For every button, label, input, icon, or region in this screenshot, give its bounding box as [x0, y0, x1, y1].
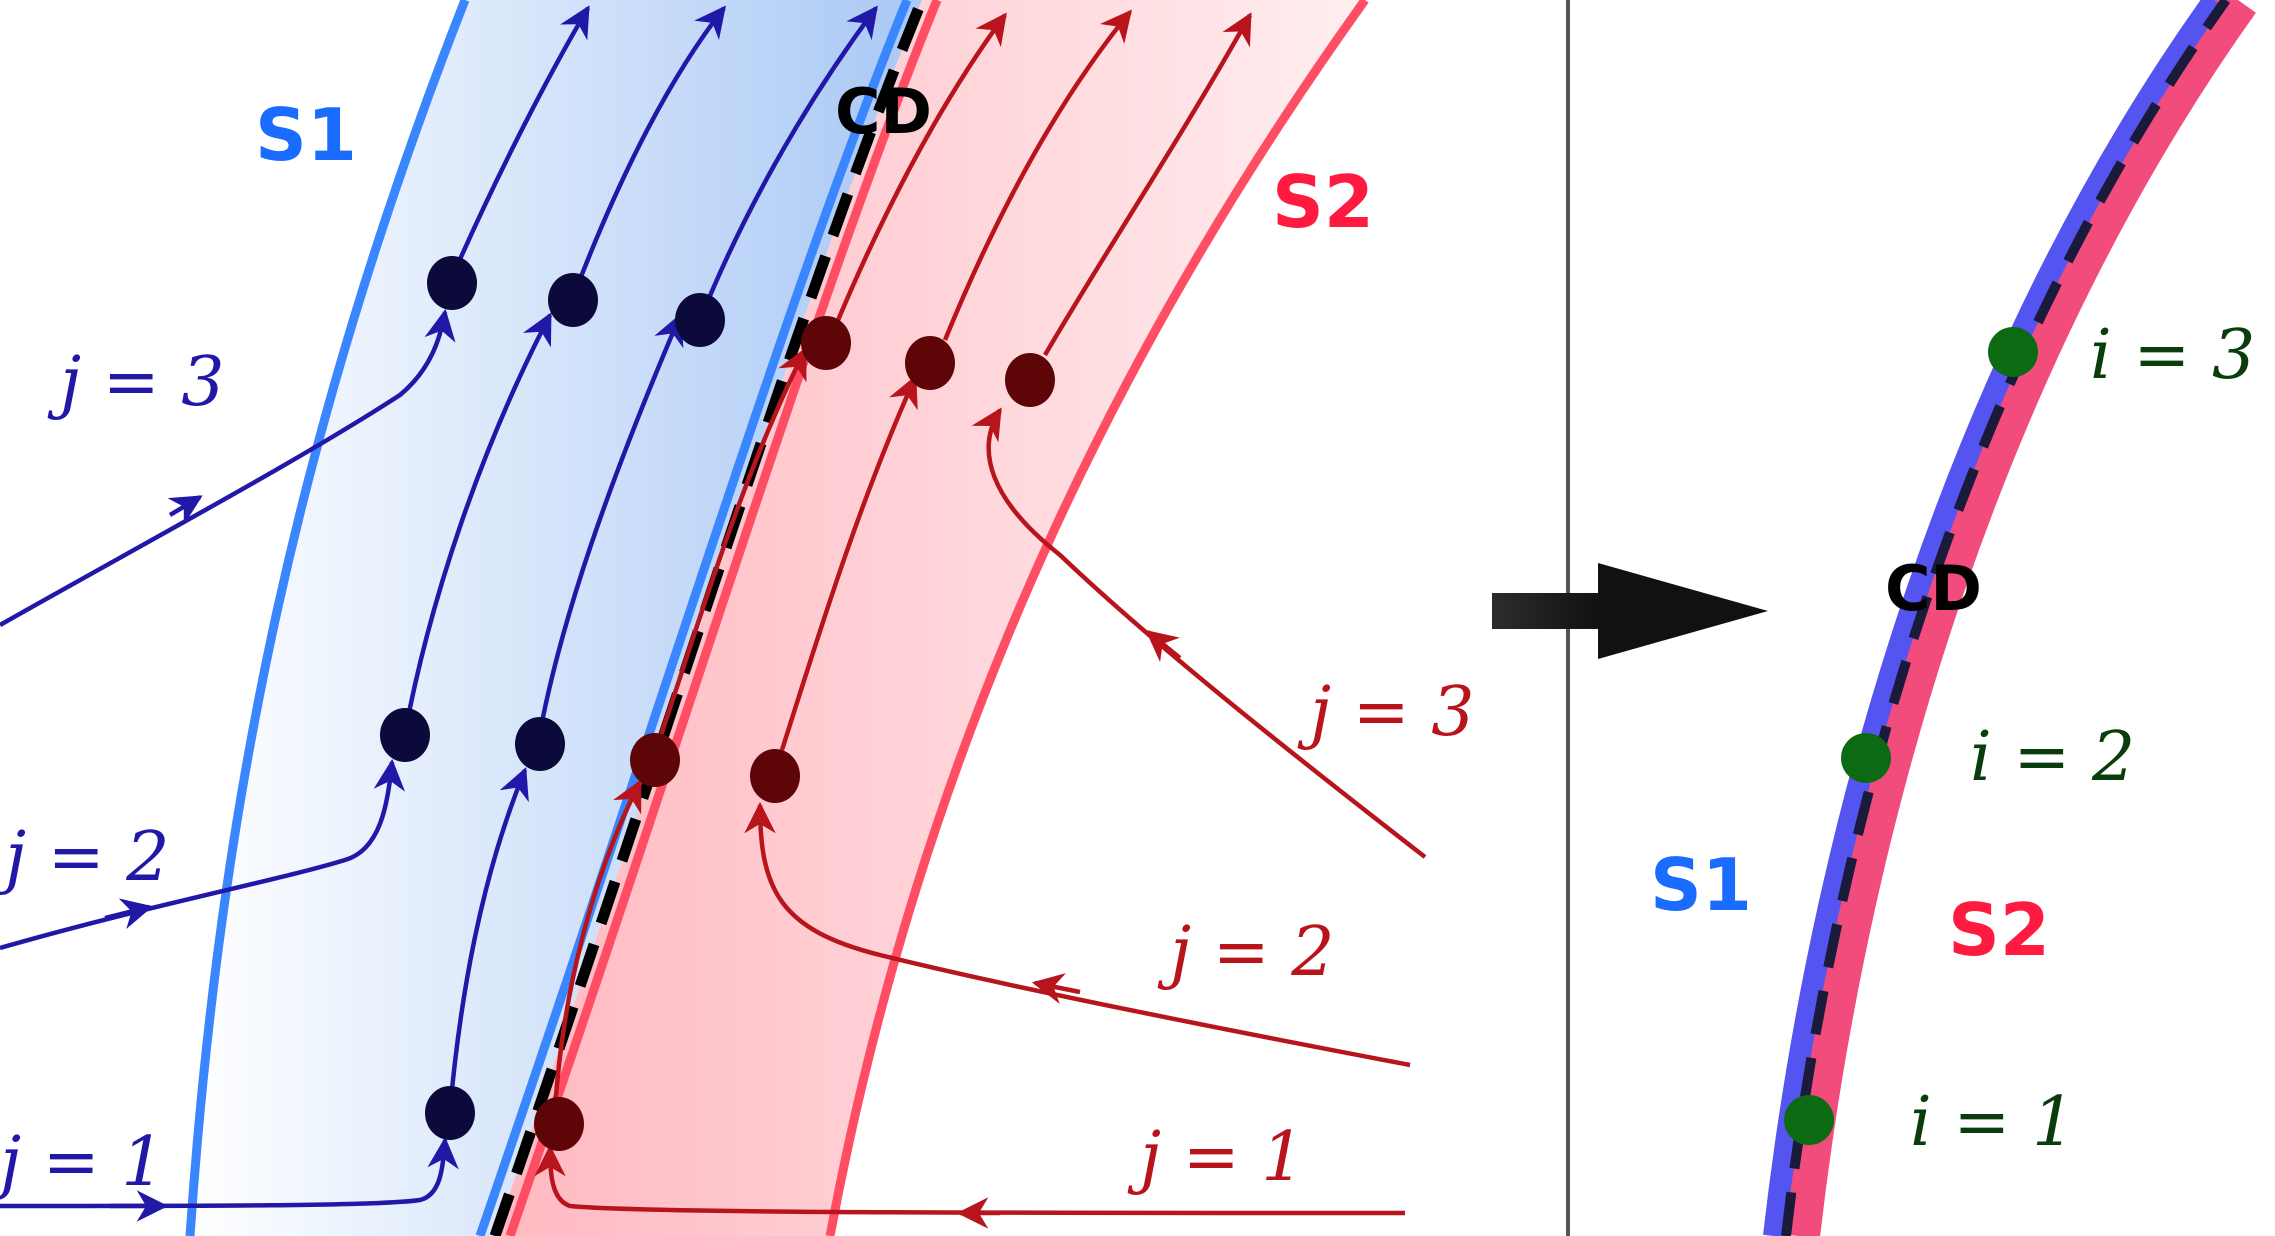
s1-node: [675, 293, 725, 347]
s2-streamlines: [534, 9, 1427, 1229]
s1-j1-label: j = 1: [0, 1123, 165, 1202]
left-s1-label: S1: [255, 93, 357, 177]
right-i2-label: i = 2: [1970, 718, 2135, 797]
s1-column-2-mid: [535, 313, 684, 744]
s2-node: [905, 336, 955, 390]
s1-outer-boundary: [185, 0, 470, 1236]
s2-streamline-j3-in: [971, 407, 1427, 859]
s1-node: [548, 273, 598, 327]
s1-node: [515, 717, 565, 771]
i-node: [1784, 1095, 1834, 1145]
s2-column-1-top: [833, 12, 1007, 326]
i-node: [1841, 733, 1891, 783]
s2-j3-label: j = 3: [1297, 673, 1475, 752]
s1-j2-label: j = 2: [0, 818, 170, 897]
right-i1-label: i = 1: [1910, 1083, 2075, 1162]
s1-nodes: [380, 256, 725, 1140]
s2-column-1-mid: [657, 347, 808, 739]
s1-streamlines: [0, 5, 878, 1222]
transition-arrow: [1492, 563, 1768, 659]
right-s2-label: S2: [1948, 888, 2050, 972]
s2-column-2-mid: [779, 375, 918, 751]
s1-column-1-mid: [402, 312, 552, 734]
s1-streamline-j3-in: [0, 308, 456, 627]
s2-streamline-j2-in-mid: [1031, 973, 1081, 1005]
s2-column-3-top: [1043, 12, 1252, 357]
s2-streamline-j3-in-mid: [1145, 630, 1182, 663]
s2-streamline-j1-in: [534, 1144, 1406, 1216]
right-i3-label: i = 3: [2090, 316, 2255, 395]
right-panel: i = 1 i = 2 i = 3 CD S1 S2: [1650, 0, 2256, 1236]
s2-outer-boundary: [825, 0, 1369, 1236]
s2-node: [630, 733, 680, 787]
s1-node: [380, 708, 430, 762]
left-cd-label: CD: [835, 75, 932, 148]
s1-streamline-j2-in-mid: [104, 898, 154, 930]
s2-inner-boundary: [505, 0, 942, 1236]
right-s1-label: S1: [1650, 843, 1752, 927]
s2-nodes: [534, 316, 1055, 1151]
s2-node: [534, 1097, 584, 1151]
s1-column-2-top: [569, 5, 726, 301]
s1-region: [190, 0, 922, 1236]
s1-streamline-j3-in-mid: [167, 495, 203, 526]
s1-node: [427, 256, 477, 310]
s1-j3-label: j = 3: [47, 343, 225, 422]
arrow-head: [1598, 563, 1768, 659]
right-s2-band: [1776, 0, 2256, 1236]
right-s1-band: [1763, 0, 2223, 1236]
right-contact-discontinuity: [1781, 0, 2231, 1236]
s1-inner-boundary: [475, 0, 912, 1236]
i-node: [1988, 327, 2038, 377]
s2-node: [750, 749, 800, 803]
s1-column-1-top: [447, 5, 590, 283]
s1-node: [425, 1086, 475, 1140]
left-s2-label: S2: [1272, 160, 1374, 244]
s1-column-1-lower: [447, 767, 529, 1111]
right-cd-label: CD: [1885, 552, 1982, 625]
arrow-shaft: [1492, 593, 1612, 629]
s2-node: [801, 316, 851, 370]
s1-column-3-top: [697, 5, 878, 321]
s2-j1-label: j = 1: [1127, 1118, 1305, 1197]
s2-j2-label: j = 2: [1157, 913, 1335, 992]
s2-node: [1005, 353, 1055, 407]
s2-column-2-top: [942, 9, 1132, 341]
s2-column-1-lower: [552, 779, 643, 1111]
s2-region: [495, 0, 1365, 1236]
left-panel: S1 S2 CD j = 1 j = 2 j = 3 j = 1 j = 2 j…: [0, 0, 1475, 1236]
s2-streamline-j2-in: [744, 801, 1411, 1068]
